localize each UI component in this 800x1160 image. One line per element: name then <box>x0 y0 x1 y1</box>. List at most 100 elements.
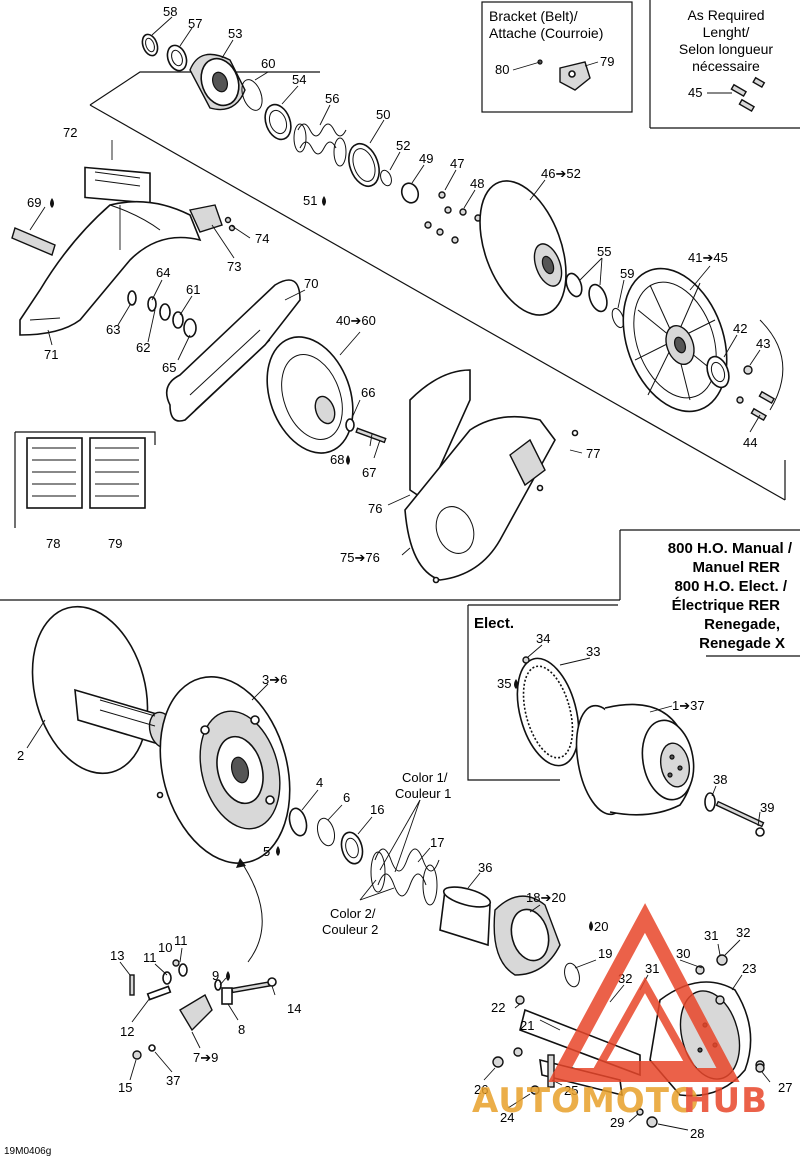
callout-12: 12 <box>120 1024 134 1039</box>
callout-1-37: 1➔37 <box>672 698 705 713</box>
callout-60: 60 <box>261 56 275 71</box>
leader-lines <box>26 16 771 1131</box>
callout-39: 39 <box>760 800 774 815</box>
watermark-logo-icon <box>548 903 740 1082</box>
callout-16: 16 <box>370 802 384 817</box>
callout-77: 77 <box>586 446 600 461</box>
callout-47: 47 <box>450 156 464 171</box>
callout-5: 5 <box>263 844 270 859</box>
callout-7-9: 7➔9 <box>193 1050 218 1065</box>
callout-8: 8 <box>238 1022 245 1037</box>
callout-13: 13 <box>110 948 124 963</box>
callout-38: 38 <box>713 772 727 787</box>
callout-68: 68 <box>330 452 344 467</box>
callout-57: 57 <box>188 16 202 31</box>
watermark-text-left: AUTOMOTO <box>472 1081 700 1121</box>
callout-78: 78 <box>46 536 60 551</box>
color1-line2: Couleur 1 <box>395 786 451 801</box>
callout-73: 73 <box>227 259 241 274</box>
screws-45 <box>730 76 766 113</box>
callout-14: 14 <box>287 1001 301 1016</box>
watermark-text-right: HUB <box>683 1081 768 1121</box>
callout-37: 37 <box>166 1073 180 1088</box>
bracket-title-line2: Attache (Courroie) <box>489 25 603 41</box>
callout-4: 4 <box>316 775 323 790</box>
model-line5: Renegade, <box>704 616 780 633</box>
callout-28: 28 <box>690 1126 704 1141</box>
callout-17: 17 <box>430 835 444 850</box>
callout-75-76: 75➔76 <box>340 550 380 565</box>
callout-22: 22 <box>491 1000 505 1015</box>
frame-lines <box>0 0 800 657</box>
callout-27: 27 <box>778 1080 792 1095</box>
elect-label: Elect. <box>474 615 514 632</box>
decal-79-lines <box>95 447 139 497</box>
drive-pulley-sheaves <box>31 605 580 988</box>
callout-79a: 79 <box>600 54 614 69</box>
callout-70: 70 <box>304 276 318 291</box>
callout-2: 2 <box>17 748 24 763</box>
model-line2: Manuel RER <box>692 559 780 576</box>
callout-34: 34 <box>536 631 550 646</box>
callout-11a: 11 <box>143 950 157 965</box>
model-box: 800 H.O. Manual / Manuel RER 800 H.O. El… <box>668 540 793 652</box>
callout-67: 67 <box>362 465 376 480</box>
callout-10: 10 <box>158 940 172 955</box>
roller-weight-parts <box>129 858 277 1060</box>
callout-26: 26 <box>474 1082 488 1097</box>
callout-36: 36 <box>478 860 492 875</box>
drop-icon <box>346 455 350 465</box>
model-line1: 800 H.O. Manual / <box>668 540 793 557</box>
belt-guard-assembly <box>11 166 236 338</box>
callout-31b: 31 <box>645 961 659 976</box>
drop-icon <box>322 196 326 206</box>
model-line6: Renegade X <box>699 635 785 652</box>
callout-44: 44 <box>743 435 757 450</box>
elect-box: Elect. <box>467 604 618 781</box>
decal-labels <box>26 437 146 509</box>
required-line2: Lenght/ <box>703 24 750 40</box>
drop-icon <box>226 971 230 981</box>
pulley-guard-cover-75-76 <box>404 369 579 584</box>
callout-76: 76 <box>368 501 382 516</box>
bracket-box: Bracket (Belt)/ Attache (Courroie) 80 79 <box>481 1 633 113</box>
callout-54: 54 <box>292 72 306 87</box>
spring-17 <box>370 848 440 906</box>
automotohub-watermark: AUTOMOTO HUB <box>472 903 768 1121</box>
callout-41-45: 41➔45 <box>688 250 728 265</box>
required-line4: nécessaire <box>692 58 760 74</box>
callout-40-60: 40➔60 <box>336 313 376 328</box>
belt-bracket-part <box>537 59 591 91</box>
callout-32a: 32 <box>736 925 750 940</box>
color1-line1: Color 1/ <box>402 770 448 785</box>
callout-45: 45 <box>688 85 702 100</box>
drive-belt-70 <box>165 279 301 422</box>
spring-56 <box>293 123 347 167</box>
callout-80: 80 <box>495 62 509 77</box>
callout-numbers: 58 57 53 60 54 56 50 52 49 47 48 51 46➔5… <box>17 4 792 1141</box>
callout-20: 20 <box>594 919 608 934</box>
oil-drop-icons <box>50 196 593 981</box>
callout-61: 61 <box>186 282 200 297</box>
decal-78-lines <box>32 447 76 497</box>
callout-62: 62 <box>136 340 150 355</box>
drop-icon <box>276 846 280 856</box>
model-line4: Électrique RER <box>672 597 781 614</box>
callout-33: 33 <box>586 644 600 659</box>
callout-65: 65 <box>162 360 176 375</box>
callout-15: 15 <box>118 1080 132 1095</box>
callout-24: 24 <box>500 1110 514 1125</box>
drop-icon <box>589 921 593 931</box>
callout-6: 6 <box>343 790 350 805</box>
callout-43: 43 <box>756 336 770 351</box>
bracket-title-line1: Bracket (Belt)/ <box>489 8 578 24</box>
callout-46-52: 46➔52 <box>541 166 581 181</box>
callout-63: 63 <box>106 322 120 337</box>
callout-52: 52 <box>396 138 410 153</box>
callout-29: 29 <box>610 1115 624 1130</box>
callout-58: 58 <box>163 4 177 19</box>
drop-icon <box>50 198 54 208</box>
callout-59: 59 <box>620 266 634 281</box>
callout-64: 64 <box>156 265 170 280</box>
color2-line2: Couleur 2 <box>322 922 378 937</box>
